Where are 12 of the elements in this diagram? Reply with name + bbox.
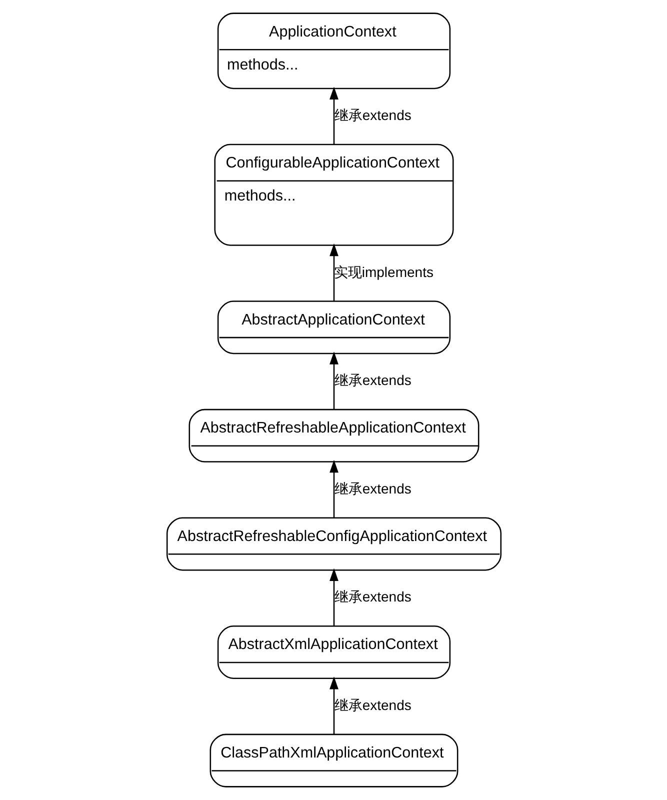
arrow bbox=[329, 243, 338, 302]
arrow bbox=[329, 86, 338, 145]
edge-label: 继承extends bbox=[334, 588, 411, 605]
edge-label: 实现implements bbox=[333, 264, 433, 280]
edge-label: 继承extends bbox=[334, 696, 411, 713]
arrow bbox=[329, 352, 338, 410]
arrow bbox=[329, 460, 338, 518]
arrow bbox=[329, 568, 338, 626]
edge-label: 继承extends bbox=[334, 480, 411, 496]
edge-label: 继承extends bbox=[334, 372, 411, 388]
arrow bbox=[329, 676, 338, 734]
edge-label: 继承extends bbox=[334, 107, 411, 124]
